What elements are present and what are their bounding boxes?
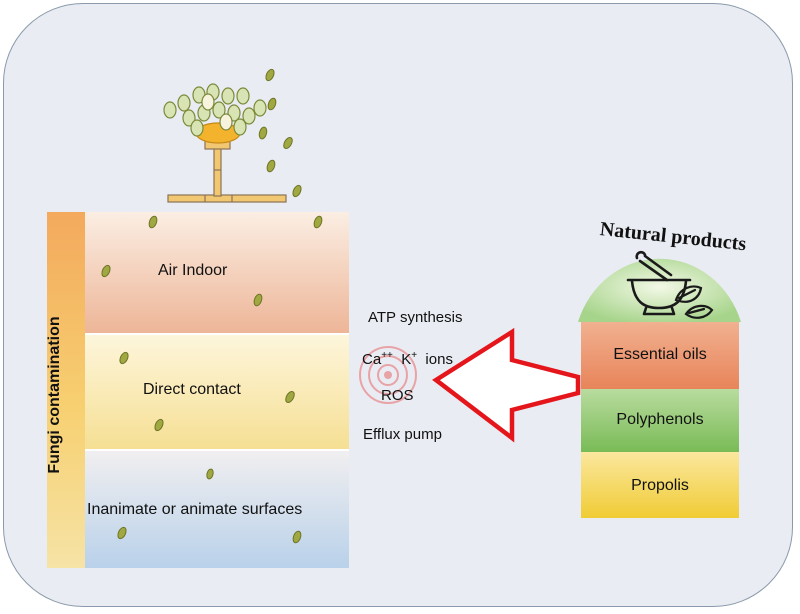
- polyphenols-box: [581, 389, 739, 452]
- mechanism-ros: ROS: [381, 387, 414, 404]
- zone-surfaces: [47, 450, 349, 568]
- spores: [101, 68, 323, 544]
- zone-label-surfaces: Inanimate or animate surfaces: [87, 501, 303, 518]
- leaf-icon: [674, 285, 714, 319]
- essential-oils-label: Essential oils: [613, 346, 707, 363]
- mechanism-efflux-pump: Efflux pump: [363, 426, 442, 443]
- propolis-box: [581, 452, 739, 518]
- zone-air-indoor: [47, 212, 349, 334]
- calcium-label: Ca: [362, 351, 382, 368]
- potassium-charge: +: [411, 350, 418, 361]
- zone-direct-contact: [47, 334, 349, 450]
- fungus-icon: [163, 83, 287, 203]
- mechanism-ions: Ca++ K+ ions: [362, 350, 453, 368]
- fungi-contamination-bar: [47, 212, 85, 568]
- arrow-icon: [432, 327, 581, 443]
- zone-label-air-indoor: Air Indoor: [158, 262, 228, 279]
- natural-products-column: [578, 258, 741, 518]
- propolis-label: Propolis: [631, 477, 689, 494]
- zone-label-direct-contact: Direct contact: [143, 381, 241, 398]
- fungi-contamination-label: Fungi contamination: [46, 316, 63, 474]
- target-icon: [359, 346, 417, 404]
- essential-oils-box: [581, 322, 739, 389]
- calcium-charge: ++: [381, 350, 393, 361]
- mechanism-atp-synthesis: ATP synthesis: [368, 309, 463, 326]
- ions-suffix: ions: [425, 351, 453, 368]
- polyphenols-label: Polyphenols: [616, 411, 704, 428]
- contamination-zones: [47, 212, 349, 568]
- potassium-label: K: [401, 351, 412, 368]
